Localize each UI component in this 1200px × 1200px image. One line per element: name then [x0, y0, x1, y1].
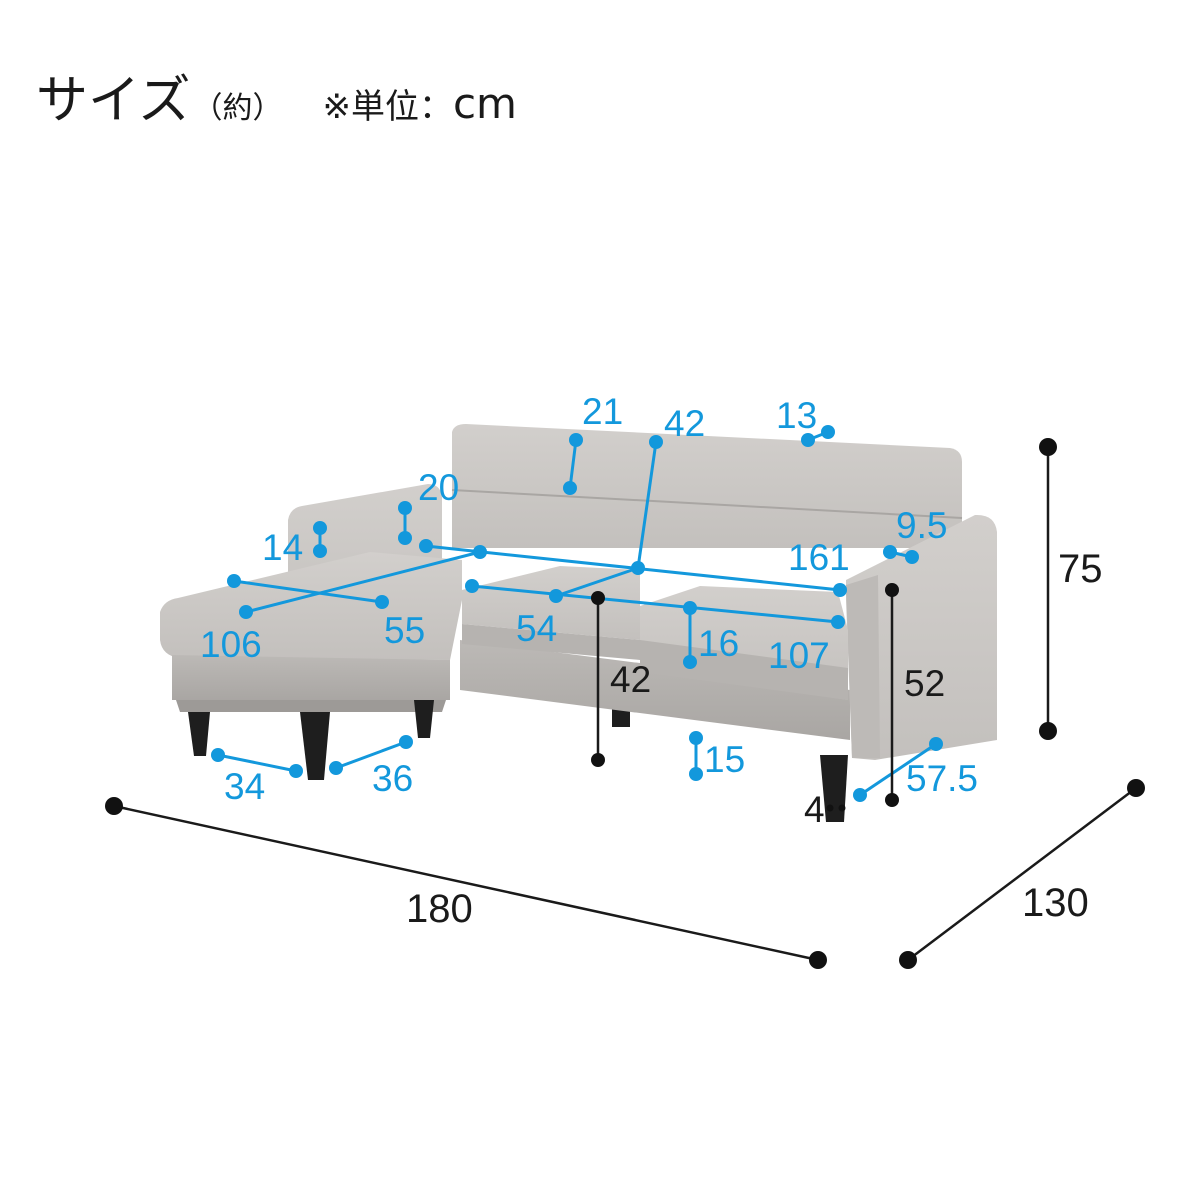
ottoman-top [160, 552, 462, 660]
label-seat-height: 42 [610, 659, 651, 700]
sofa-base-front [460, 640, 850, 740]
unit-note-text: ※単位： [322, 87, 453, 127]
black-dimension-lines [105, 438, 1145, 969]
sofa-right-arm-front [846, 575, 880, 758]
sofa-right-arm [846, 514, 997, 760]
ottoman-leg [300, 712, 330, 780]
label-ottoman-length: 106 [200, 624, 262, 665]
label-arm-inner-height: 20 [418, 467, 459, 508]
label-headrest-thickness: 13 [776, 395, 817, 436]
label-total-width: 180 [406, 887, 473, 931]
unit-text: cm [452, 79, 517, 128]
sofa-seat-cushion [462, 566, 640, 640]
label-cushion-depth: 54 [516, 608, 557, 649]
sofa-illustration [160, 424, 997, 822]
label-arm-height: 52 [904, 663, 945, 704]
label-cushion-thickness: 16 [698, 623, 739, 664]
label-arm-top: 14 [262, 527, 303, 568]
title-text: サイズ [36, 71, 191, 131]
label-headrest-height: 21 [582, 391, 623, 432]
label-cushion-width: 107 [768, 635, 830, 676]
approx-text: （約） [192, 91, 283, 126]
sofa-headrest-seam [451, 489, 963, 519]
sofa-seat-cushion [640, 640, 848, 700]
label-leg-span-b: 36 [372, 758, 413, 799]
ottoman-base [176, 700, 446, 712]
label-arm-depth: 57.5 [906, 758, 978, 799]
label-leg-size: 4 [804, 789, 825, 830]
label-total-height: 75 [1058, 547, 1103, 591]
ottoman-leg [414, 700, 434, 738]
label-arm-width: 9.5 [896, 505, 947, 546]
blue-dimension-lines [211, 425, 943, 802]
label-leg-height: 15 [704, 739, 745, 780]
dimension-labels: 21 42 13 20 14 9.5 161 106 55 54 16 107 … [200, 391, 1103, 931]
ottoman-front [172, 655, 450, 700]
page-title: サイズ（約） ※単位：cm [36, 58, 517, 131]
sofa-seat-cushion [462, 624, 640, 660]
label-backrest-depth: 42 [664, 403, 705, 444]
ottoman-leg [188, 712, 210, 756]
label-total-depth: 130 [1022, 881, 1089, 925]
label-inner-seat-width: 161 [788, 537, 850, 578]
label-ottoman-width: 55 [384, 610, 425, 651]
sofa-backrest [452, 424, 962, 548]
label-leg-span-a: 34 [224, 766, 265, 807]
